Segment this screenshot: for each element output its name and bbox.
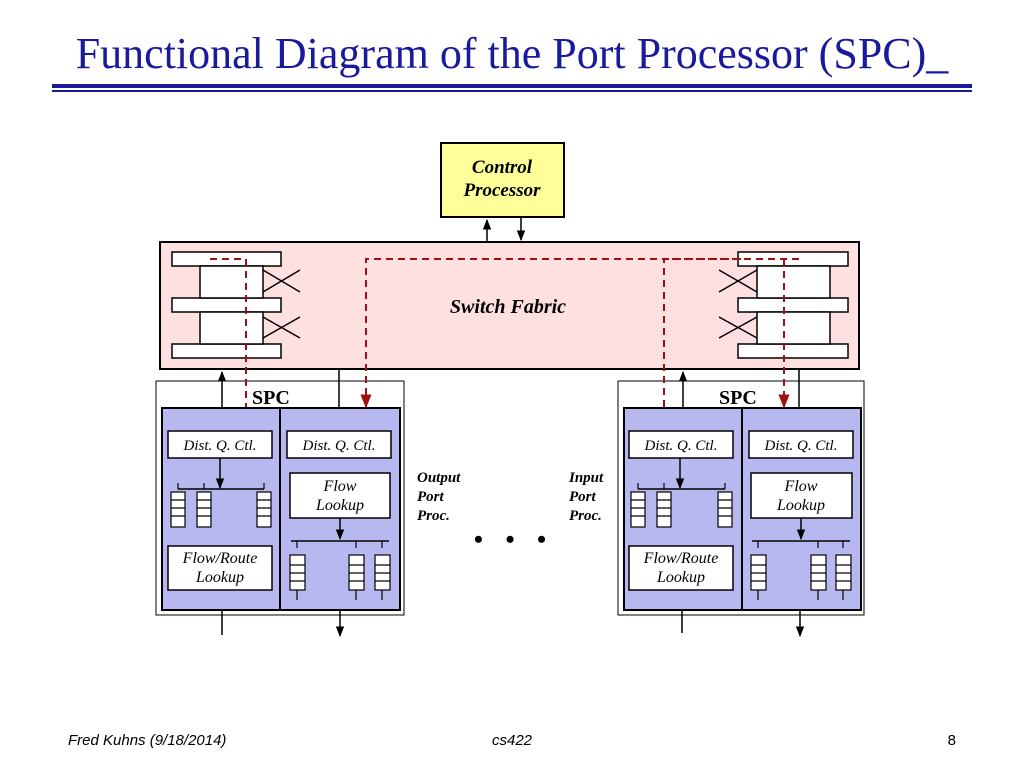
svg-text:Proc.: Proc. bbox=[417, 508, 450, 524]
footer-author: Fred Kuhns (9/18/2014) bbox=[68, 732, 227, 749]
control-processor-label-2: Processor bbox=[462, 180, 541, 201]
switch-fabric-label: Switch Fabric bbox=[450, 296, 566, 318]
spc-left-route-lookup-1: Flow/Route bbox=[182, 550, 258, 567]
footer-course: cs422 bbox=[491, 732, 533, 749]
title-rule-thick bbox=[52, 84, 972, 88]
spc-fabric-links bbox=[217, 369, 805, 638]
dashed-flow-paths bbox=[210, 258, 804, 409]
switch-fabric: Switch Fabric bbox=[159, 241, 860, 370]
fabric-left-stage bbox=[171, 251, 282, 359]
svg-text:Port: Port bbox=[569, 489, 597, 505]
spc-right-dqc-in: Dist. Q. Ctl. bbox=[644, 438, 718, 454]
spc-left-input-queues bbox=[170, 483, 272, 528]
spc-right: Dist. Q. Ctl. Dist. Q. Ctl. Flow/Route L… bbox=[623, 387, 862, 611]
spc-left-flow-lookup-2: Lookup bbox=[315, 497, 364, 514]
spc-left-label: SPC bbox=[252, 387, 290, 409]
slide-title: Functional Diagram of the Port Processor… bbox=[75, 29, 949, 78]
svg-text:Input: Input bbox=[568, 470, 604, 486]
spc-left-flow-lookup-1: Flow bbox=[323, 478, 357, 495]
spc-right-input-queues bbox=[630, 483, 733, 528]
spc-left-route-lookup-2: Lookup bbox=[195, 569, 244, 586]
control-processor-label-1: Control bbox=[472, 157, 533, 178]
spc-right-route-lookup-1: Flow/Route bbox=[643, 550, 719, 567]
spc-left-dqc-in: Dist. Q. Ctl. bbox=[183, 438, 257, 454]
svg-text:Output: Output bbox=[417, 470, 461, 486]
spc-right-output-queues bbox=[750, 541, 852, 600]
spc-left: Dist. Q. Ctl. Dist. Q. Ctl. Flow/Route L… bbox=[161, 387, 401, 611]
ellipsis: • • • bbox=[474, 525, 554, 554]
spc-right-route-lookup-2: Lookup bbox=[656, 569, 705, 586]
output-port-proc-label: Output Port Proc. bbox=[417, 470, 461, 524]
spc-right-label: SPC bbox=[719, 387, 757, 409]
fabric-right-crosspoints bbox=[718, 269, 758, 339]
fabric-left-crosspoints bbox=[262, 269, 301, 339]
input-port-proc-label: Input Port Proc. bbox=[568, 470, 604, 524]
spc-left-output-queues bbox=[289, 541, 391, 600]
spc-right-dqc-out: Dist. Q. Ctl. bbox=[764, 438, 838, 454]
spc-right-flow-lookup-1: Flow bbox=[784, 478, 818, 495]
title-rule-thin bbox=[52, 90, 972, 92]
svg-text:Port: Port bbox=[417, 489, 445, 505]
control-processor: Control Processor bbox=[440, 142, 565, 218]
svg-text:Proc.: Proc. bbox=[569, 508, 602, 524]
page-number: 8 bbox=[947, 732, 956, 749]
spc-left-dqc-out: Dist. Q. Ctl. bbox=[302, 438, 376, 454]
spc-right-flow-lookup-2: Lookup bbox=[776, 497, 825, 514]
